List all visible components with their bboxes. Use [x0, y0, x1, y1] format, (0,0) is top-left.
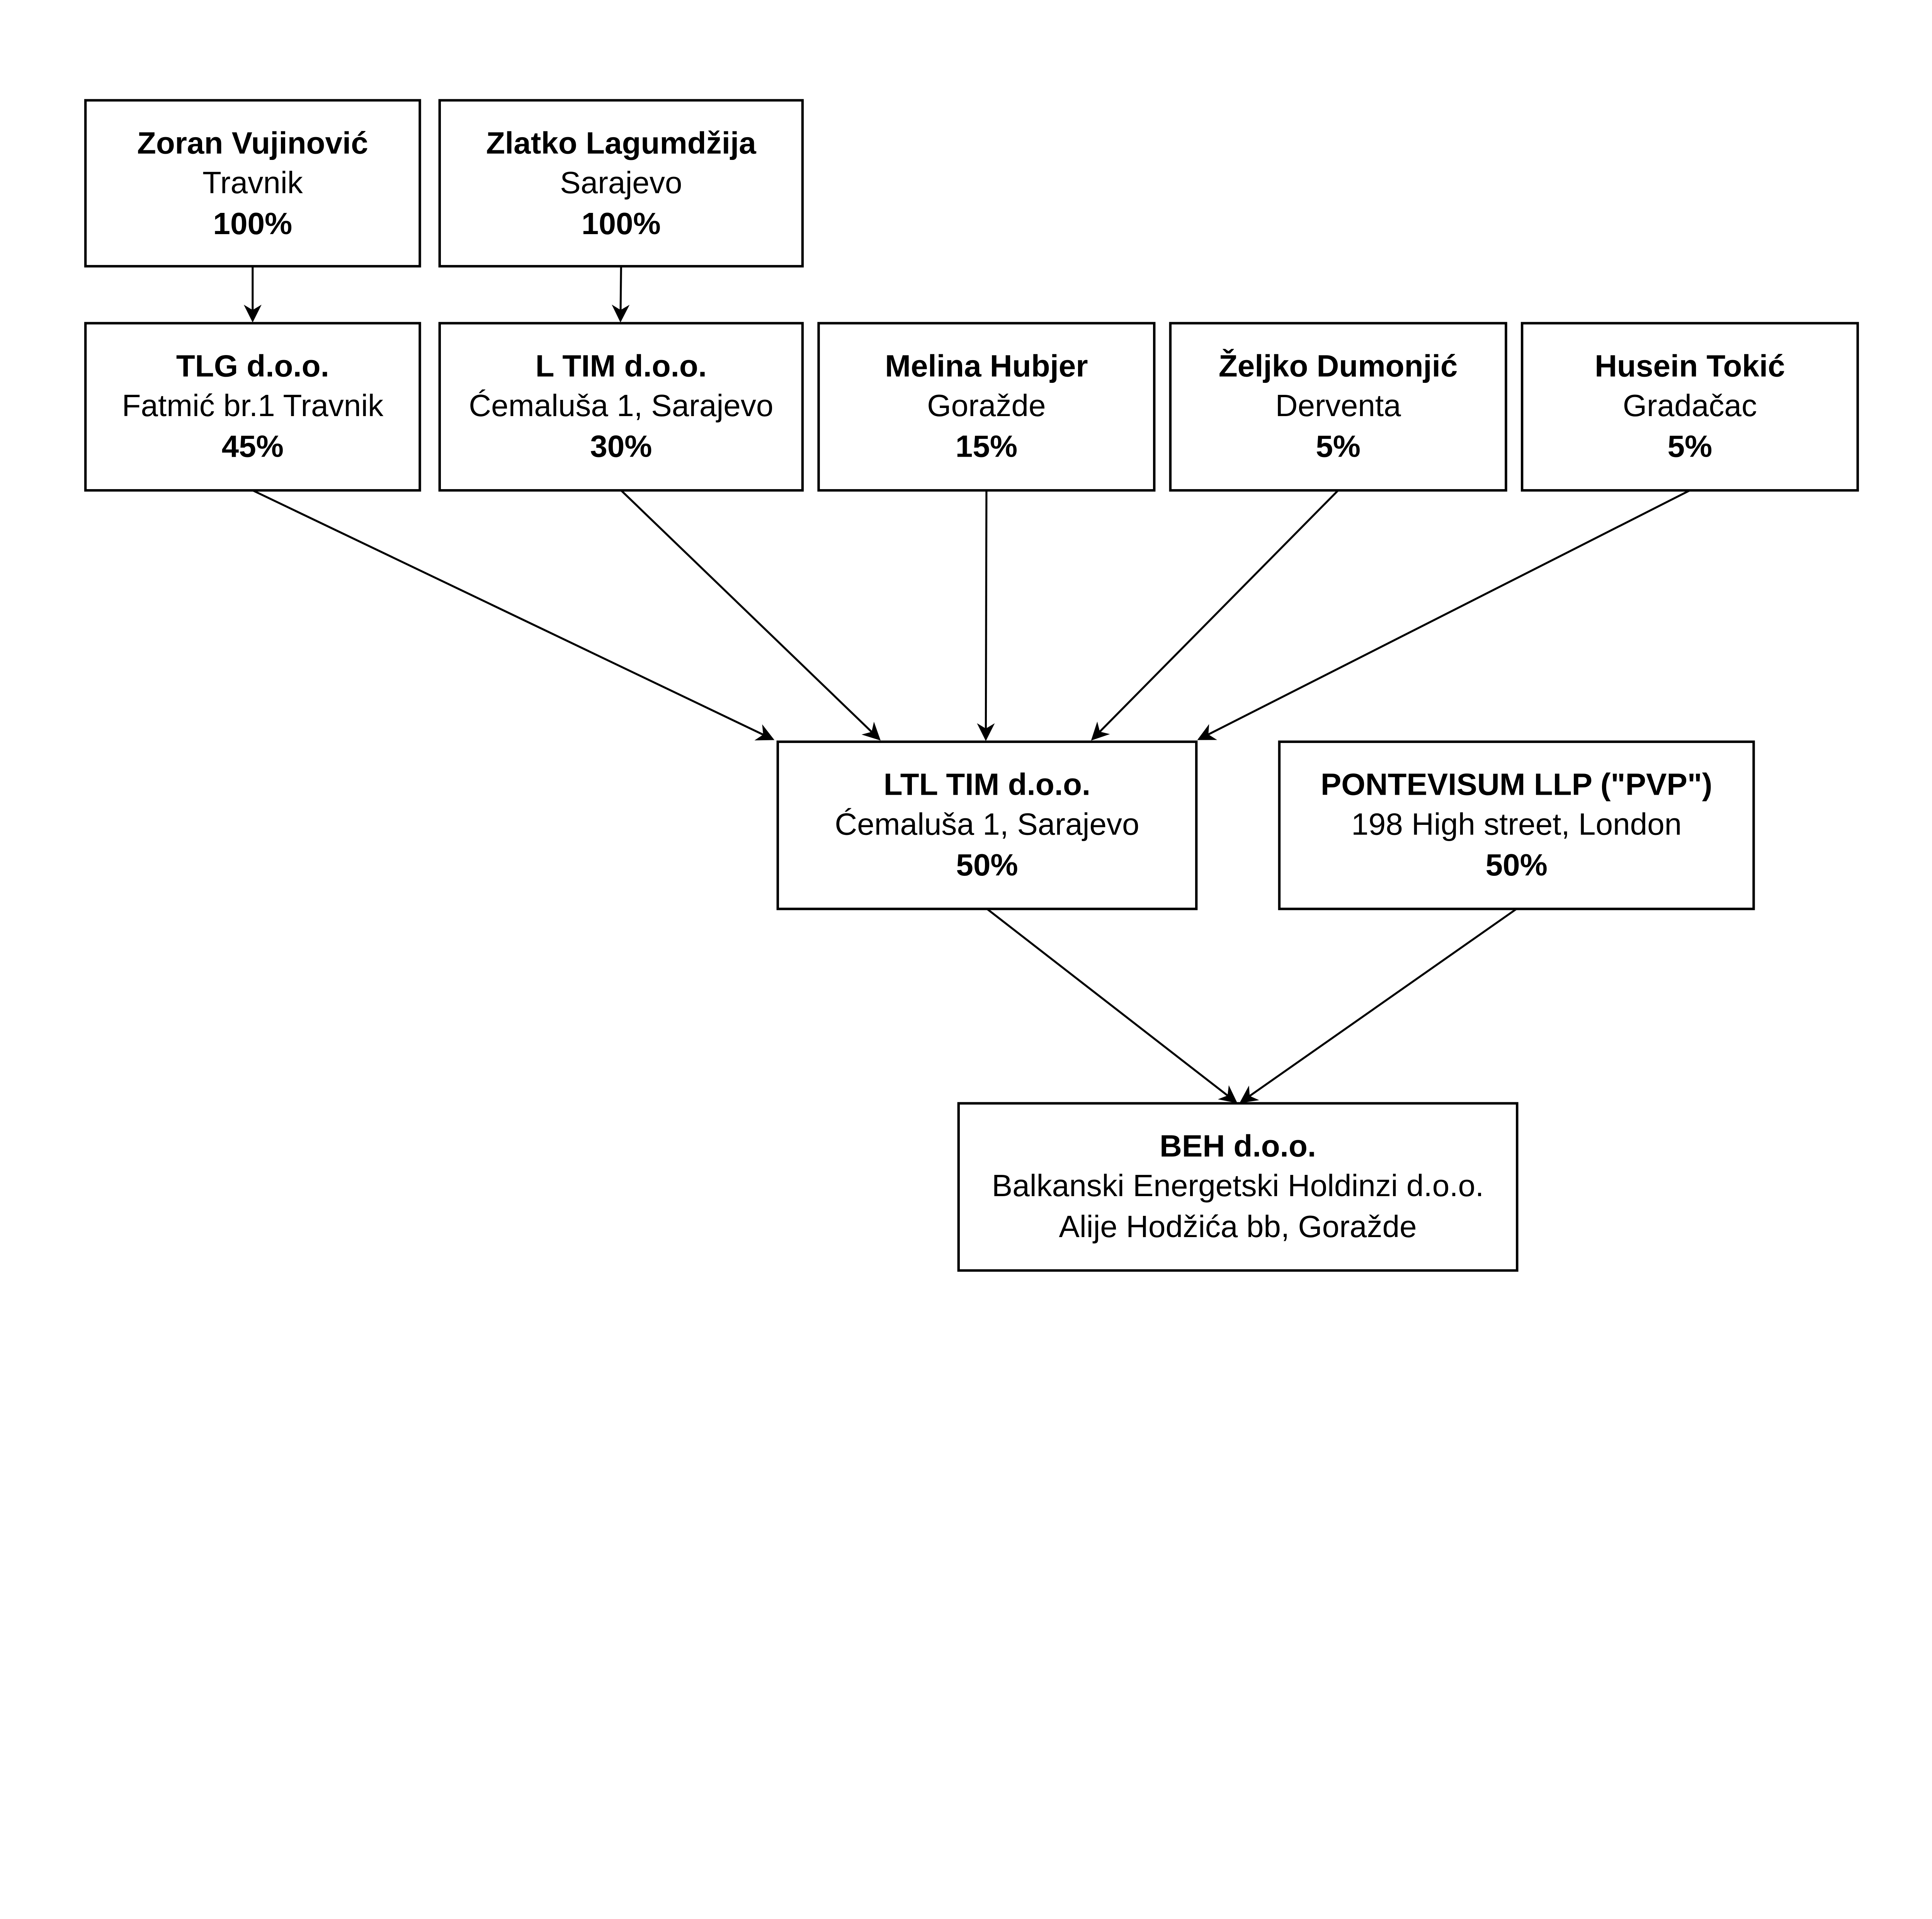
node-share: 50% — [956, 847, 1018, 882]
node-share: 50% — [1486, 847, 1548, 882]
node-beh: BEH d.o.o. Balkanski Energetski Holdinzi … — [957, 1102, 1519, 1272]
node-box — [817, 322, 1156, 492]
node-name: BEH d.o.o. — [1160, 1129, 1316, 1163]
node-box — [1169, 322, 1507, 492]
node-name: Melina Hubjer — [885, 348, 1088, 383]
node-detail: Ćemaluša 1, Sarajevo — [835, 806, 1139, 841]
node-name: Zoran Vujinović — [137, 125, 368, 160]
node-share: 5% — [1316, 429, 1361, 464]
node-detail: Sarajevo — [560, 165, 682, 200]
node-box — [84, 99, 421, 268]
arrow-tlg-to-ltl — [252, 489, 775, 741]
node-box — [438, 99, 804, 268]
node-box — [957, 1102, 1519, 1272]
arrow-ltim-to-ltl — [620, 490, 881, 741]
node-name: TLG d.o.o. — [176, 348, 329, 383]
node-share: 15% — [956, 429, 1017, 464]
arrows — [243, 266, 1690, 1103]
node-name: LTL TIM d.o.o. — [884, 767, 1090, 802]
arrow-ltl-to-beh — [986, 908, 1238, 1103]
node-detail: 198 High street, London — [1351, 806, 1682, 841]
arrow-zeljko-to-ltl — [1091, 490, 1339, 741]
arrow-husein-to-ltl — [1197, 489, 1690, 740]
node-name: L TIM d.o.o. — [536, 348, 707, 383]
node-box — [438, 322, 804, 492]
node-share: 30% — [590, 429, 652, 464]
node-share: 45% — [222, 429, 284, 464]
node-detail: Derventa — [1276, 388, 1401, 423]
node-share: 100% — [213, 206, 292, 241]
node-detail: Ćemaluša 1, Sarajevo — [469, 388, 773, 423]
node-share: 100% — [582, 206, 661, 241]
node-box — [1520, 322, 1859, 492]
node-detail: Balkanski Energetski Holdinzi d.o.o. — [992, 1168, 1484, 1203]
node-name: PONTEVISUM LLP ("PVP") — [1321, 767, 1713, 802]
node-share: 5% — [1667, 429, 1712, 464]
node-share: Alije Hodžića bb, Goražde — [1059, 1209, 1417, 1244]
node-tlg: TLG d.o.o. Fatmić br.1 Travnik 45% — [84, 322, 421, 492]
node-box — [1278, 740, 1755, 910]
node-detail: Goražde — [927, 388, 1046, 423]
node-name: Zlatko Lagumdžija — [486, 125, 757, 160]
node-box — [84, 322, 421, 492]
node-detail: Fatmić br.1 Travnik — [122, 388, 384, 423]
node-pvp: PONTEVISUM LLP ("PVP") 198 High street, L… — [1278, 740, 1755, 910]
node-ltim: L TIM d.o.o. Ćemaluša 1, Sarajevo 30% — [438, 322, 804, 492]
arrow-pvp-to-beh — [1239, 908, 1517, 1103]
node-box — [776, 740, 1198, 910]
node-detail: Gradačac — [1623, 388, 1757, 423]
node-ltl: LTL TIM d.o.o. Ćemaluša 1, Sarajevo 50% — [776, 740, 1198, 910]
node-name: Željko Dumonjić — [1219, 348, 1458, 383]
node-name: Husein Tokić — [1595, 348, 1785, 383]
node-detail: Travnik — [202, 165, 303, 200]
